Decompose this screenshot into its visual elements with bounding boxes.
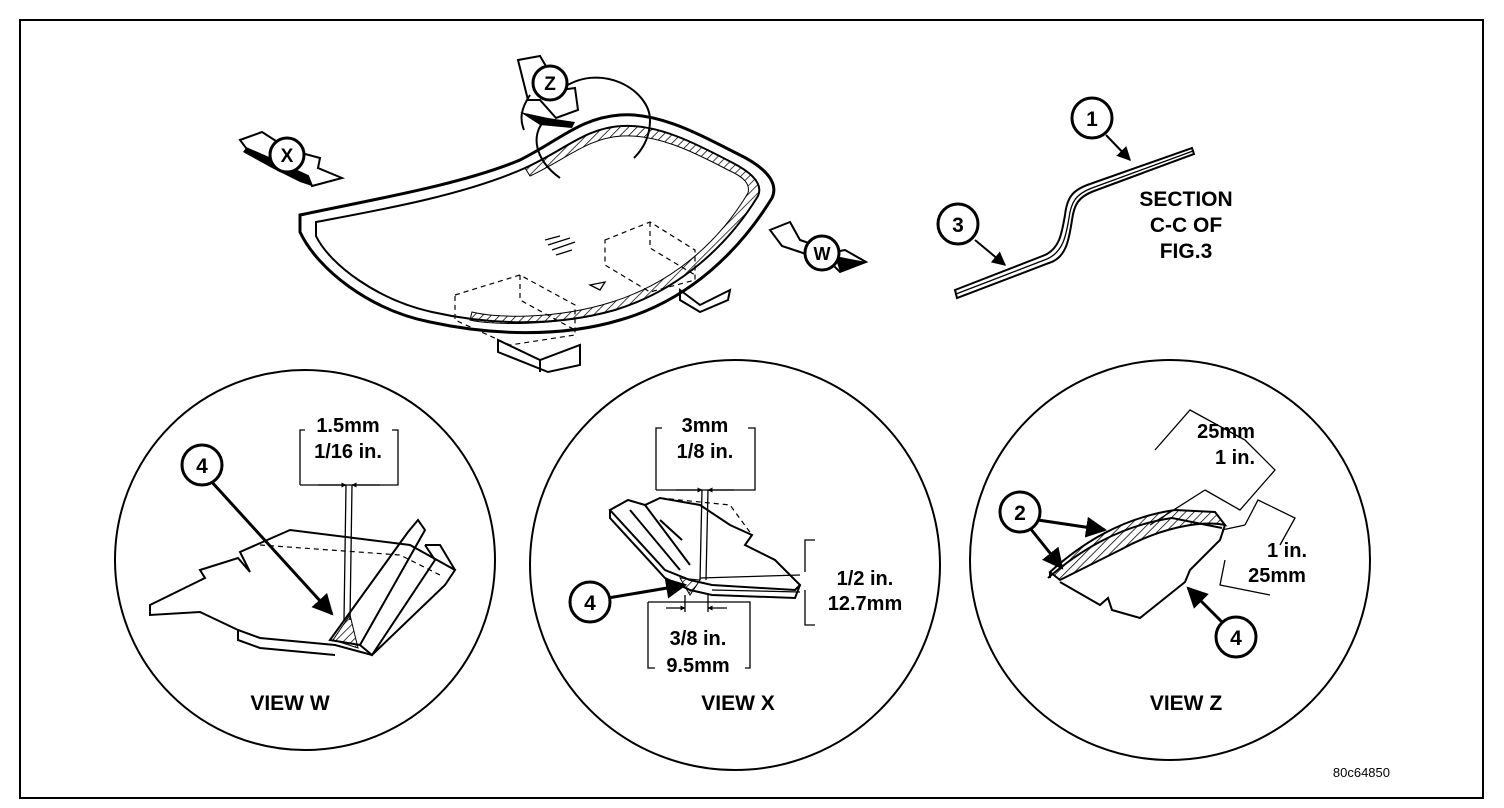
view-w-arrow: W (768, 220, 869, 274)
callout-3: 3 (936, 202, 1007, 266)
view-x-arrow: X (238, 130, 346, 188)
callout-1: 1 (1070, 96, 1131, 162)
view-w-dim-in: 1/16 in. (314, 441, 382, 463)
view-x-label: X (268, 136, 306, 174)
view-z-top-in: 1 in. (1215, 447, 1255, 469)
figure-border (19, 19, 1484, 799)
view-z-label: Z (531, 64, 569, 102)
view-z-detail: 25mm 1 in. 1 in. 25mm 2 4 VIEW Z (969, 359, 1371, 761)
view-z-letter: Z (544, 74, 556, 95)
windshield-illustration (298, 113, 776, 374)
view-w-letter: W (814, 244, 831, 264)
view-x-detail: 3mm 1/8 in. 1/2 in. 12.7mm 3/8 in. 9.5mm… (529, 359, 941, 771)
view-x-callout-4-number: 4 (584, 592, 596, 615)
view-x-bottom-mm: 9.5mm (666, 655, 729, 677)
view-z-callout-2: 2 (998, 490, 1108, 570)
view-w-detail: 1.5mm 1/16 in. 4 VIEW W (114, 369, 496, 751)
view-w-callout-4-number: 4 (196, 455, 208, 478)
view-x-letter: X (281, 146, 294, 167)
section-title-line1: SECTION (1139, 188, 1232, 211)
view-w-label: W (803, 234, 841, 272)
view-x-top-mm: 3mm (682, 415, 729, 437)
view-z-right-mm: 25mm (1248, 565, 1306, 587)
section-title-line2: C-C OF (1150, 214, 1222, 237)
view-z-right-in: 1 in. (1267, 540, 1307, 562)
view-x-top-in: 1/8 in. (677, 441, 734, 463)
view-w-title: VIEW W (250, 692, 330, 715)
figure-id: 80c64850 (1333, 765, 1390, 780)
section-cc: 1 3 SECTION C-C OF FIG.3 (936, 96, 1233, 300)
callout-1-number: 1 (1086, 108, 1098, 131)
view-x-bottom-in: 3/8 in. (670, 628, 727, 650)
callout-3-number: 3 (952, 214, 964, 237)
view-z-top-mm: 25mm (1197, 421, 1255, 443)
view-x-right-mm: 12.7mm (828, 593, 903, 615)
view-z-callout-4-number: 4 (1230, 627, 1242, 650)
view-z-callout-2-number: 2 (1014, 502, 1026, 525)
view-x-title: VIEW X (701, 692, 775, 715)
view-z-title: VIEW Z (1150, 692, 1223, 715)
view-z-callout-4: 4 (1186, 586, 1258, 659)
view-x-right-in: 1/2 in. (837, 568, 894, 590)
view-w-callout-4: 4 (180, 443, 334, 616)
section-title-line3: FIG.3 (1160, 240, 1213, 263)
view-w-dim-mm: 1.5mm (316, 415, 379, 437)
view-x-callout-4: 4 (568, 577, 688, 624)
view-z-arrow: Z (516, 54, 652, 179)
